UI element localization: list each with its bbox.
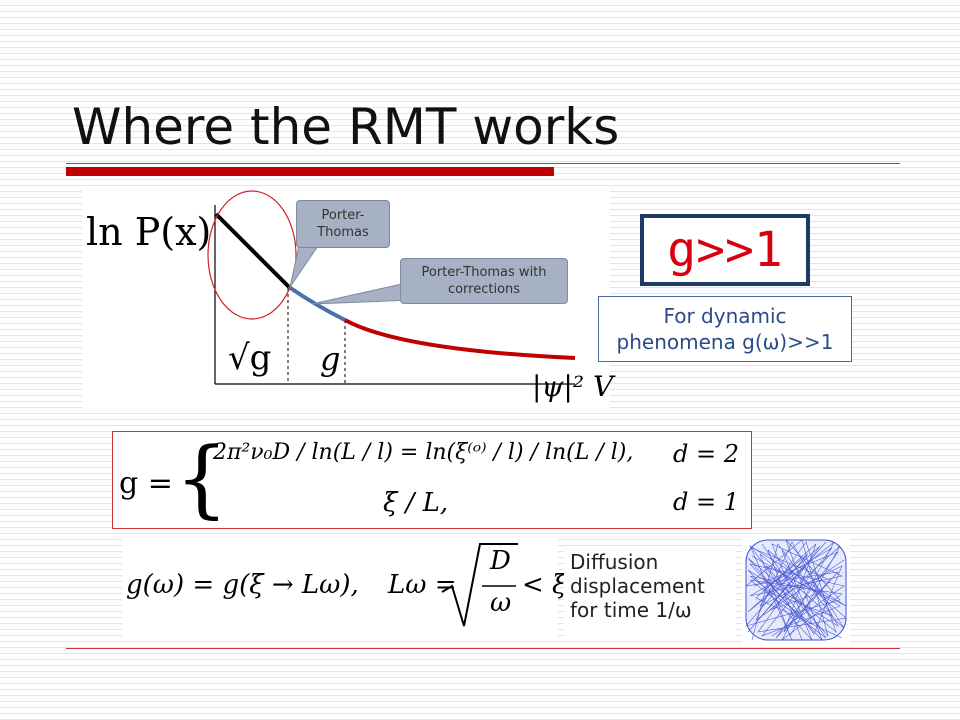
trajectory-panel	[742, 536, 850, 644]
g-badge: g>>1	[640, 214, 810, 286]
frac-numerator: D	[490, 546, 511, 576]
frac-denominator: ω	[490, 588, 512, 618]
g-badge-text: g>>1	[667, 222, 783, 278]
g-formula-case2: ξ / L,	[383, 488, 449, 518]
g-formula-lhs: g =	[119, 466, 173, 501]
dynamic-note-line1: For dynamic	[663, 304, 787, 328]
callout-porter-thomas: Porter-Thomas	[296, 200, 390, 248]
omega-formula-rel: < ξ	[522, 570, 567, 600]
title-rule-thin	[66, 163, 900, 164]
tail-curve	[344, 318, 576, 360]
dynamic-note: For dynamic phenomena g(ω)>>1	[598, 296, 852, 362]
porter-thomas-line	[214, 212, 291, 289]
diffusion-line2: displacement	[570, 574, 705, 598]
slide-title: Where the RMT works	[72, 98, 620, 156]
x-axis-label: |ψ|² V	[532, 370, 614, 403]
omega-formula-panel: g(ω) = g(ξ → Lω), Lω = D ω < ξ	[122, 536, 566, 638]
tick-sqrt-g: √g	[228, 338, 272, 378]
callout-corrections-text: Porter-Thomas with corrections	[421, 265, 547, 297]
dynamic-note-line2: phenomena g(ω)>>1	[616, 330, 834, 354]
omega-formula-expr1: g(ω) = g(ξ → Lω),	[126, 570, 359, 600]
sqrt-sign	[441, 543, 518, 627]
trajectory-image	[744, 539, 847, 641]
callout-porter-thomas-text: Porter-Thomas	[317, 208, 369, 240]
g-formula-case1-cond: d = 2	[673, 440, 739, 468]
diffusion-line3: for time 1/ω	[570, 598, 692, 622]
diffusion-note: Diffusion displacement for time 1/ω	[564, 550, 736, 636]
callout-2-pointer	[311, 283, 413, 305]
g-formula-case1: 2π²ν₀D / ln(L / l) = ln(ξ⁽ᵒ⁾ / l) / ln(L…	[213, 440, 634, 465]
g-formula-box: g = { 2π²ν₀D / ln(L / l) = ln(ξ⁽ᵒ⁾ / l) …	[112, 431, 752, 529]
bottom-rule	[66, 648, 900, 649]
g-formula-case2-cond: d = 1	[673, 488, 739, 516]
y-axis-label: ln P(x)	[86, 210, 212, 254]
omega-formula-lhs2: Lω =	[388, 570, 457, 600]
title-rule-thick	[66, 167, 554, 176]
callout-corrections: Porter-Thomas with corrections	[400, 258, 568, 304]
highlight-circle	[207, 190, 297, 320]
diffusion-line1: Diffusion	[570, 550, 659, 574]
g-formula-brace: {	[175, 429, 229, 527]
tick-g: g	[320, 340, 341, 378]
